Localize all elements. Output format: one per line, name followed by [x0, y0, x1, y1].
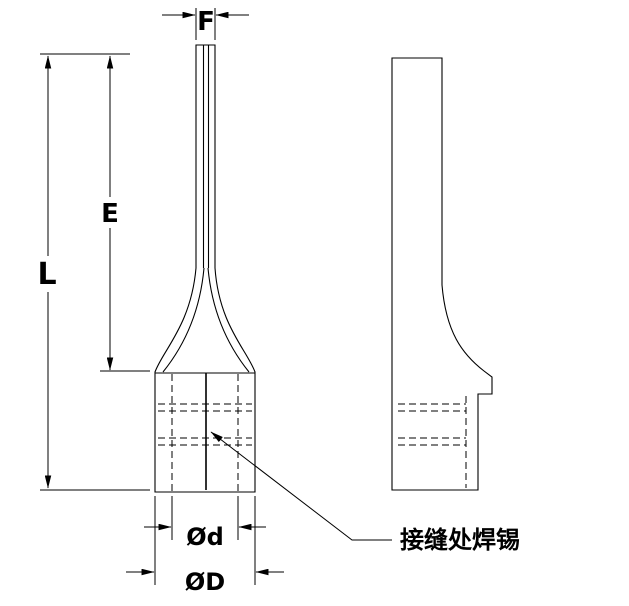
inner-diameter-label: Ød [186, 523, 224, 551]
dimension-F: F [162, 7, 249, 40]
dimension-outer-diameter: ØD [126, 496, 284, 596]
front-flare-seam-right [207, 267, 250, 373]
solder-note-leader: 接缝处焊锡 [210, 431, 520, 554]
side-outline [391, 57, 493, 491]
side-view [391, 57, 493, 491]
dimension-L: L [37, 53, 150, 491]
outer-diameter-label: ØD [185, 568, 225, 596]
front-flare-seam-left [162, 267, 205, 373]
dimension-E: E [100, 55, 150, 372]
l-label: L [37, 257, 56, 292]
front-outline [154, 44, 256, 493]
leader-line [210, 431, 392, 541]
f-label: F [197, 7, 215, 37]
front-view [154, 44, 256, 493]
dimension-inner-diameter: Ød [144, 496, 266, 551]
solder-note-label: 接缝处焊锡 [400, 526, 520, 554]
e-label: E [101, 199, 119, 229]
